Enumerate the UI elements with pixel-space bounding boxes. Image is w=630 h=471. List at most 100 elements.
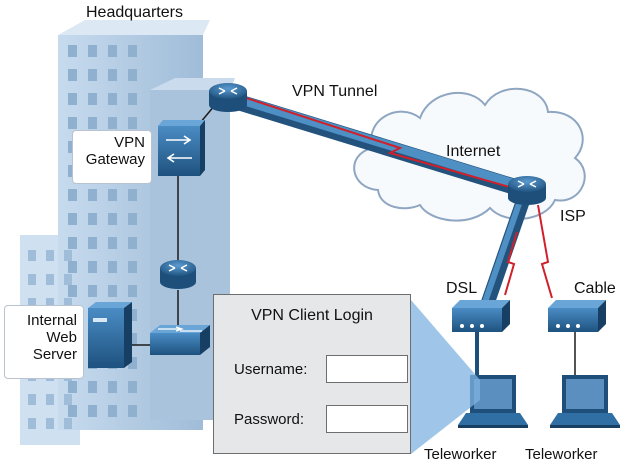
building-window — [46, 298, 54, 309]
vpn-tunnel-label: VPN Tunnel — [292, 83, 378, 100]
building-window — [88, 237, 97, 249]
building-window — [68, 93, 77, 105]
cable-label: Cable — [574, 280, 616, 297]
dsl-label: DSL — [446, 280, 478, 297]
headquarters-label: Headquarters — [86, 4, 183, 21]
building-window — [108, 237, 117, 249]
building-window — [128, 261, 137, 273]
building-window — [88, 261, 97, 273]
building-window — [28, 250, 36, 261]
building-window — [128, 117, 137, 129]
web-server-label-line1: Internal — [26, 312, 77, 329]
building-window — [28, 394, 36, 405]
login-callout-beam — [411, 300, 480, 454]
vpn-tunnel-red-line — [239, 95, 521, 191]
building-window — [88, 45, 97, 57]
building-window — [88, 213, 97, 225]
router-icon[interactable] — [209, 83, 247, 112]
internal-router-icon[interactable] — [160, 260, 196, 289]
building-window — [128, 213, 137, 225]
building-window — [64, 418, 72, 429]
building-window — [108, 93, 117, 105]
building-window — [64, 394, 72, 405]
password-input[interactable] — [326, 405, 408, 433]
building-window — [88, 381, 97, 393]
building-window — [108, 381, 117, 393]
building-window — [128, 45, 137, 57]
building-window — [46, 250, 54, 261]
vpn-client-login-panel: VPN Client Login Username: Password: — [213, 294, 411, 454]
building-window — [88, 285, 97, 297]
building-window — [64, 298, 72, 309]
vpn-gateway-label-line1: VPN — [114, 134, 145, 151]
dsl-red-line — [504, 231, 518, 296]
building-window — [46, 394, 54, 405]
building-window — [128, 405, 137, 417]
cable-modem-icon[interactable] — [548, 300, 606, 332]
password-label: Password: — [234, 411, 305, 428]
building-window — [68, 237, 77, 249]
isp-label: ISP — [560, 208, 586, 225]
username-input[interactable] — [326, 355, 408, 383]
building-window — [108, 405, 117, 417]
building-window — [128, 189, 137, 201]
vpn-tunnel-highlight — [220, 90, 530, 192]
building-window — [68, 261, 77, 273]
internet-label: Internet — [446, 143, 501, 160]
vpn-gateway-label: VPN Gateway — [72, 130, 152, 184]
web-server-label: Internal Web Server — [4, 305, 84, 379]
building-window — [108, 285, 117, 297]
building-window — [28, 418, 36, 429]
isp-dsl-highlight — [481, 192, 525, 308]
server-icon[interactable] — [88, 302, 132, 368]
building-window — [68, 213, 77, 225]
building-window — [88, 93, 97, 105]
web-server-label-line2: Web — [46, 329, 77, 346]
building-window — [128, 69, 137, 81]
building-window — [128, 333, 137, 345]
username-label: Username: — [234, 361, 308, 378]
building-icon — [20, 20, 235, 445]
building-window — [68, 285, 77, 297]
building-window — [68, 381, 77, 393]
building-window — [88, 405, 97, 417]
building-window — [46, 274, 54, 285]
building-window — [108, 45, 117, 57]
building-window — [108, 261, 117, 273]
building-window — [68, 405, 77, 417]
switch-icon[interactable] — [150, 325, 210, 355]
building-window — [88, 189, 97, 201]
building-window — [64, 250, 72, 261]
building-window — [46, 418, 54, 429]
login-title: VPN Client Login — [251, 307, 373, 324]
isp-router-icon[interactable] — [508, 176, 546, 205]
building-window — [88, 69, 97, 81]
building-window — [88, 117, 97, 129]
teleworker-dsl-label: Teleworker — [424, 446, 497, 463]
building-window — [108, 69, 117, 81]
teleworker-cable-label: Teleworker — [525, 446, 598, 463]
building-window — [28, 274, 36, 285]
building-window — [68, 189, 77, 201]
building-window — [128, 285, 137, 297]
building-window — [128, 93, 137, 105]
building-window — [128, 357, 137, 369]
dsl-modem-icon[interactable] — [452, 300, 510, 332]
laptop-icon[interactable] — [550, 375, 620, 428]
cable-red-line — [537, 204, 553, 299]
building-window — [108, 213, 117, 225]
building-window — [108, 189, 117, 201]
building-window — [128, 237, 137, 249]
vpn-gateway-label-line2: Gateway — [85, 151, 145, 168]
building-window — [68, 45, 77, 57]
building-window — [28, 298, 36, 309]
vpn-gateway-icon[interactable] — [158, 120, 205, 176]
web-server-label-line3: Server — [32, 346, 77, 363]
building-window — [128, 381, 137, 393]
building-window — [68, 117, 77, 129]
building-window — [68, 69, 77, 81]
building-window — [108, 117, 117, 129]
building-window — [64, 274, 72, 285]
